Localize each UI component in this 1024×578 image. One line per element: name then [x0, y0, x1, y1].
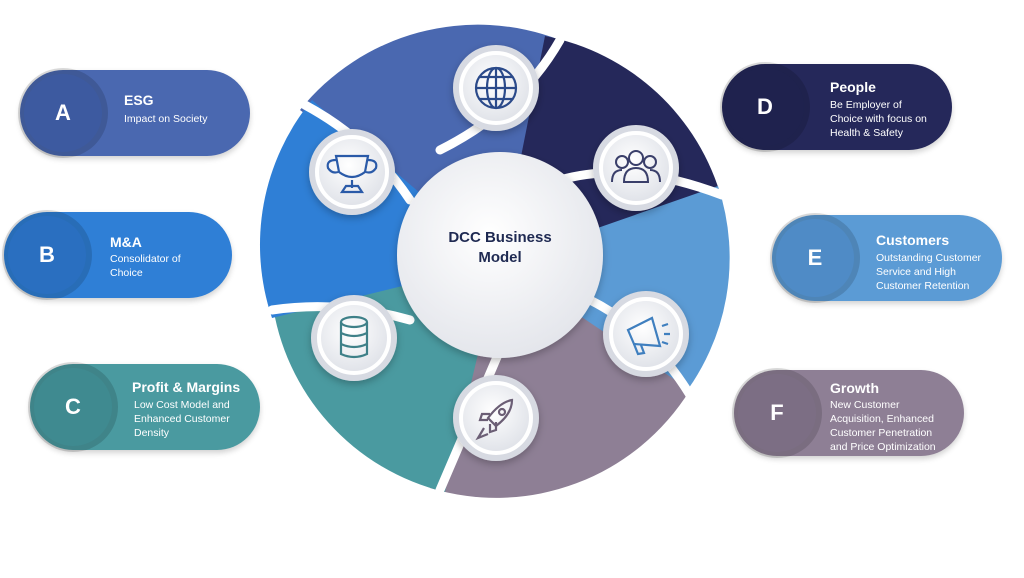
badge-c: C [34, 368, 112, 446]
badge-d: D [726, 68, 804, 146]
pill-title: People [830, 79, 876, 95]
pill-ma: B M&A Consolidator of Choice [4, 212, 232, 298]
badge-f: F [738, 374, 816, 452]
badge-letter: D [757, 94, 773, 119]
pill-title: ESG [124, 92, 154, 108]
center-title-line2: Model [478, 249, 522, 266]
pill-title: Growth [830, 380, 879, 396]
pill-description: New Customer Acquisition, Enhanced Custo… [830, 399, 936, 453]
globe-icon [453, 45, 539, 131]
center-title: DCC Business Model [420, 228, 580, 268]
center-circle [397, 152, 603, 358]
center-title-line1: DCC Business [448, 229, 552, 246]
trophy-icon [309, 129, 395, 215]
pill-title: Customers [876, 232, 950, 248]
pill-esg: A ESG Impact on Society [20, 70, 250, 156]
rocket-icon [453, 375, 539, 461]
people-icon [593, 125, 679, 211]
pill-title: M&A [110, 234, 142, 250]
pill-description: Low Cost Model and Enhanced Customer Den… [134, 399, 230, 439]
pill-profit-margins: C Profit & Margins Low Cost Model and En… [30, 364, 260, 450]
pill-description: Impact on Society [124, 113, 208, 125]
database-icon [311, 295, 397, 381]
badge-letter: C [65, 394, 81, 419]
megaphone-icon [603, 291, 689, 377]
badge-e: E [776, 219, 854, 297]
pill-description: Consolidator of Choice [110, 253, 181, 279]
pill-description: Outstanding Customer Service and High Cu… [876, 252, 982, 292]
pill-people: D People Be Employer of Choice with focu… [722, 64, 952, 150]
badge-b: B [8, 216, 86, 294]
badge-a: A [24, 74, 102, 152]
badge-letter: F [770, 400, 784, 425]
badge-letter: B [39, 242, 55, 267]
pill-growth: F Growth New Customer Acquisition, Enhan… [734, 370, 964, 456]
pill-customers: E Customers Outstanding Customer Service… [772, 215, 1002, 301]
pill-title: Profit & Margins [132, 379, 241, 395]
badge-letter: E [807, 245, 823, 270]
badge-letter: A [55, 100, 71, 125]
pill-description: Be Employer of Choice with focus on Heal… [830, 99, 927, 139]
